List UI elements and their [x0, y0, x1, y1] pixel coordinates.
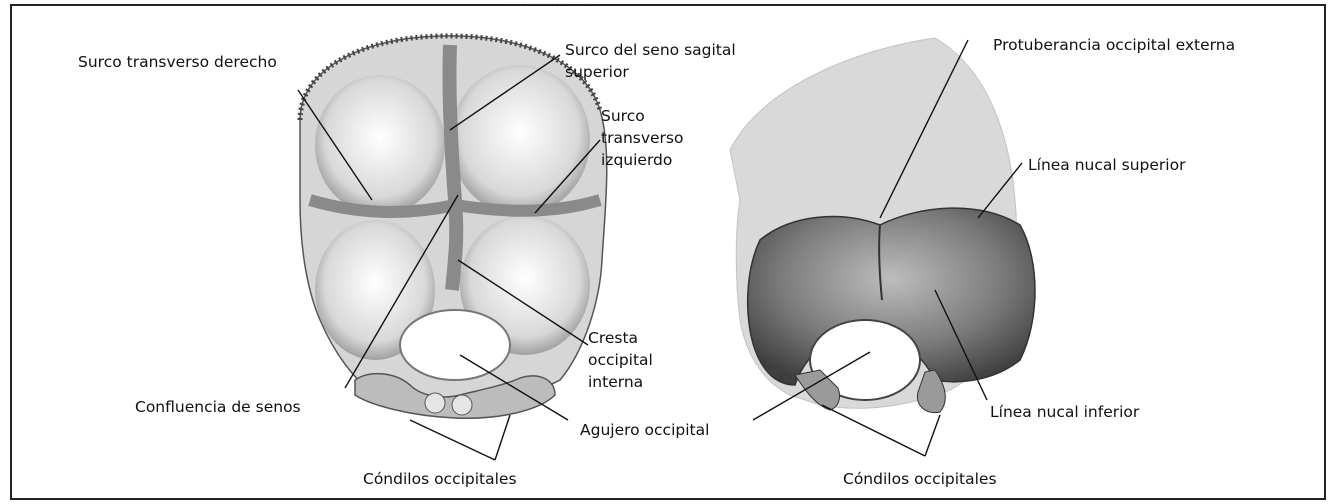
- label-agujero-occipital: Agujero occipital: [580, 421, 709, 440]
- leader-condilo-right-1: [822, 405, 925, 456]
- internal-occipital-view: [300, 36, 607, 418]
- label-condilos-left: Cóndilos occipitales: [363, 470, 517, 489]
- upper-right-fossa: [450, 65, 590, 215]
- leader-condilo-left-2: [495, 415, 510, 460]
- label-linea-inferior: Línea nucal inferior: [990, 403, 1139, 422]
- leader-condilo-right-2: [925, 415, 940, 456]
- label-condilos-right: Cóndilos occipitales: [843, 470, 997, 489]
- label-surco-transverso-izq-line2: transverso: [601, 129, 684, 148]
- label-surco-transverso-derecho: Surco transverso derecho: [78, 53, 277, 72]
- label-confluencia: Confluencia de senos: [135, 398, 301, 417]
- foramen-magnum-internal: [400, 310, 510, 380]
- label-linea-superior: Línea nucal superior: [1028, 156, 1185, 175]
- label-cresta-line2: occipital: [588, 351, 653, 370]
- leader-condilo-left-1: [410, 420, 495, 460]
- label-protuberancia: Protuberancia occipital externa: [993, 36, 1235, 55]
- sagittal-ridge: [449, 45, 456, 290]
- label-cresta-line1: Cresta: [588, 329, 638, 348]
- label-surco-transverso-izq-line3: izquierdo: [601, 151, 672, 170]
- label-cresta-line3: interna: [588, 373, 643, 392]
- label-surco-transverso-izq-line1: Surco: [601, 107, 645, 126]
- label-surco-sagital-line1: Surco del seno sagital: [565, 41, 736, 60]
- label-surco-sagital-line2: superior: [565, 63, 629, 82]
- external-occipital-view: [730, 38, 1035, 413]
